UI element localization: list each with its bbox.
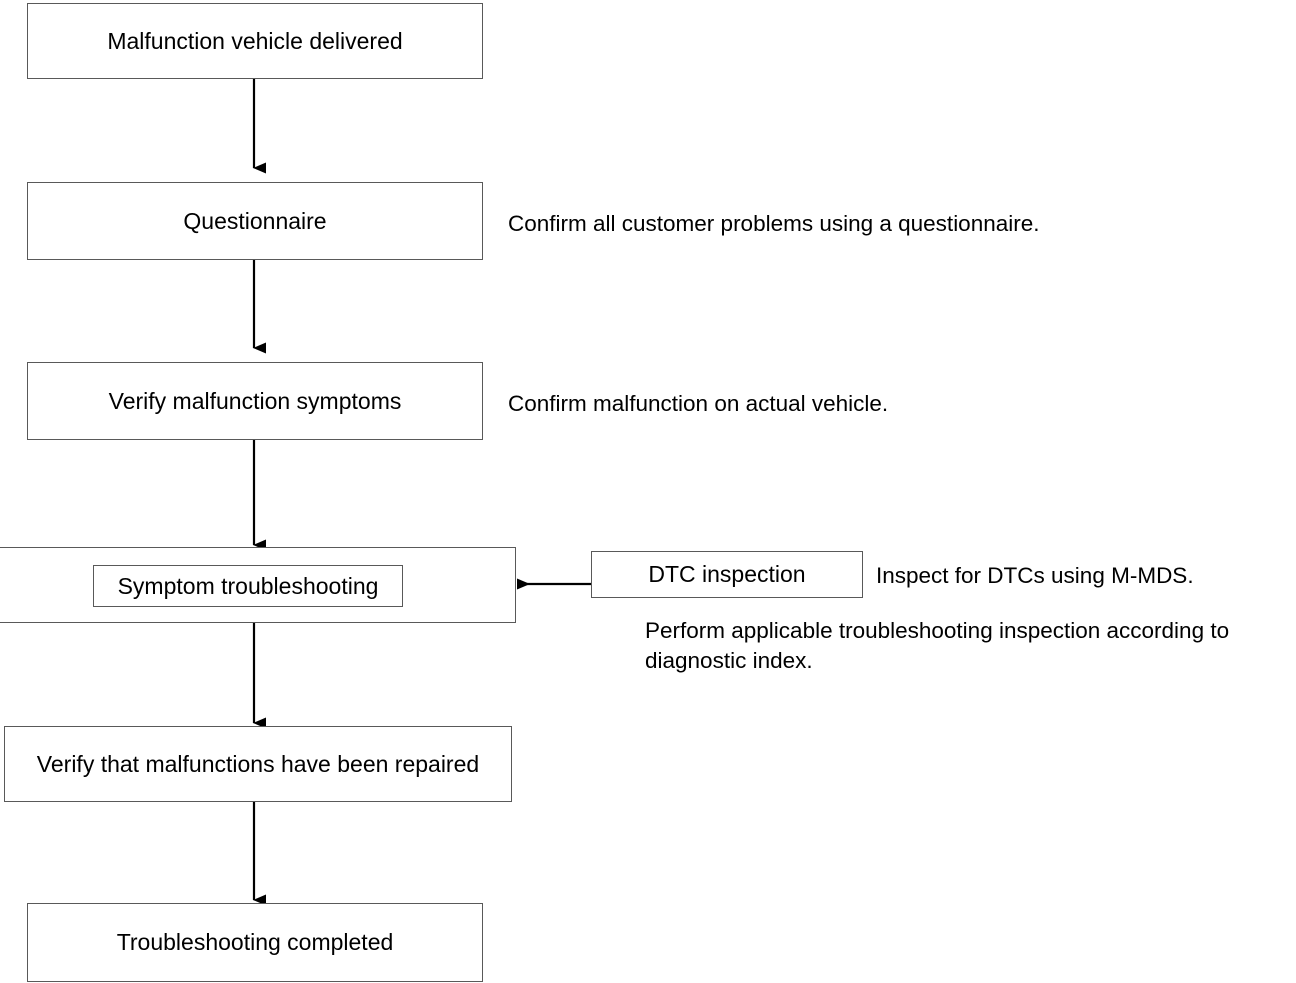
node-verify-malfunction-symptoms[interactable]: Verify malfunction symptoms — [27, 362, 483, 440]
node-label-verify-malfunction-symptoms: Verify malfunction symptoms — [108, 387, 402, 414]
node-verify-malfunctions-repaired[interactable]: Verify that malfunctions have been repai… — [4, 726, 512, 802]
node-symptom-troubleshooting[interactable]: Symptom troubleshooting — [93, 565, 403, 607]
node-troubleshooting-completed[interactable]: Troubleshooting completed — [27, 903, 483, 982]
node-label-symptom-troubleshooting: Symptom troubleshooting — [117, 572, 379, 599]
node-questionnaire[interactable]: Questionnaire — [27, 182, 483, 260]
note-questionnaire: Confirm all customer problems using a qu… — [508, 211, 1040, 236]
note-diagnostic-index: Perform applicable troubleshooting inspe… — [645, 618, 1230, 673]
note-dtc-inspection: Inspect for DTCs using M-MDS. — [876, 563, 1194, 588]
node-dtc-inspection[interactable]: DTC inspection — [591, 551, 863, 598]
node-symptom-troubleshooting-container[interactable] — [0, 547, 516, 623]
node-label-verify-malfunctions-repaired: Verify that malfunctions have been repai… — [36, 750, 480, 777]
note-verify-symptoms: Confirm malfunction on actual vehicle. — [508, 391, 889, 416]
node-label-dtc-inspection: DTC inspection — [648, 561, 806, 588]
node-label-questionnaire: Questionnaire — [183, 207, 327, 234]
node-malfunction-vehicle-delivered[interactable]: Malfunction vehicle delivered — [27, 3, 483, 79]
node-label-malfunction-vehicle-delivered: Malfunction vehicle delivered — [107, 27, 403, 54]
node-label-troubleshooting-completed: Troubleshooting completed — [116, 929, 394, 956]
